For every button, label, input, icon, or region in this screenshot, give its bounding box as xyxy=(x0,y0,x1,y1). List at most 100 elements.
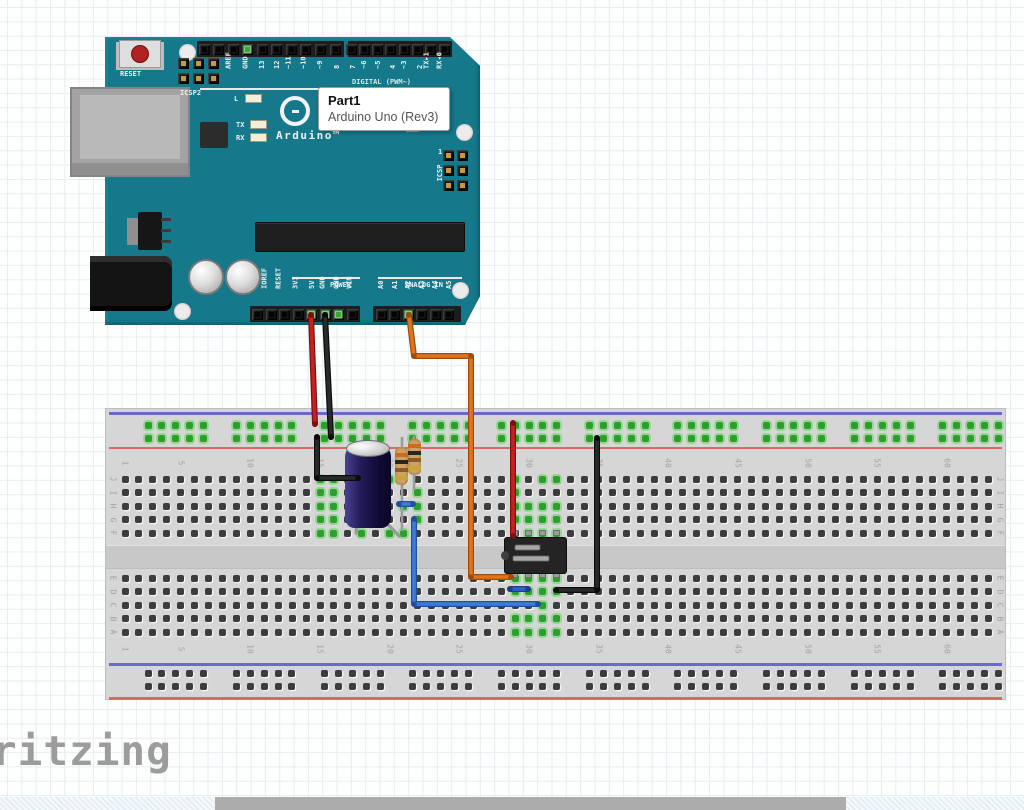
breadboard-hole[interactable] xyxy=(302,574,310,582)
breadboard-hole[interactable] xyxy=(762,588,770,595)
breadboard-hole[interactable] xyxy=(581,502,589,510)
breadboard-hole[interactable] xyxy=(372,601,380,609)
breadboard-hole[interactable] xyxy=(288,502,296,510)
analog-pin[interactable] xyxy=(429,308,441,320)
breadboard-hole[interactable] xyxy=(818,615,825,622)
breadboard-hole[interactable] xyxy=(274,516,282,523)
breadboard-hole[interactable] xyxy=(720,475,728,483)
breadboard-hole[interactable] xyxy=(985,475,993,483)
breadboard-hole[interactable] xyxy=(790,574,798,582)
breadboard-hole[interactable] xyxy=(135,601,143,609)
rail-hole[interactable] xyxy=(232,434,240,442)
breadboard-hole[interactable] xyxy=(121,588,129,595)
breadboard-hole[interactable] xyxy=(163,502,171,510)
breadboard-hole[interactable] xyxy=(344,574,352,582)
breadboard-hole[interactable] xyxy=(219,502,226,510)
icsp-pin[interactable] xyxy=(442,179,454,191)
rail-hole[interactable] xyxy=(953,682,961,690)
breadboard-hole[interactable] xyxy=(400,588,408,595)
rail-hole[interactable] xyxy=(321,682,329,690)
rail-hole[interactable] xyxy=(260,422,268,429)
rail-hole[interactable] xyxy=(260,670,268,677)
breadboard-hole[interactable] xyxy=(720,502,728,510)
breadboard-hole[interactable] xyxy=(720,588,728,595)
breadboard-hole[interactable] xyxy=(163,601,171,609)
breadboard-hole[interactable] xyxy=(943,529,951,537)
rail-hole[interactable] xyxy=(321,434,329,442)
breadboard-hole[interactable] xyxy=(622,615,630,622)
breadboard-hole[interactable] xyxy=(901,475,909,483)
breadboard-hole[interactable] xyxy=(831,615,839,622)
resistor-left[interactable] xyxy=(395,447,408,485)
breadboard-hole[interactable] xyxy=(873,574,881,582)
rail-hole[interactable] xyxy=(613,670,621,677)
breadboard-hole[interactable] xyxy=(943,601,951,609)
breadboard-hole[interactable] xyxy=(135,475,143,483)
breadboard-hole[interactable] xyxy=(539,502,547,510)
rail-hole[interactable] xyxy=(172,682,180,690)
rail-hole[interactable] xyxy=(702,682,710,690)
breadboard-hole[interactable] xyxy=(804,588,812,595)
breadboard-hole[interactable] xyxy=(887,615,895,622)
breadboard-hole[interactable] xyxy=(149,601,157,609)
rail-hole[interactable] xyxy=(437,670,445,677)
rail-hole[interactable] xyxy=(232,422,240,429)
breadboard-hole[interactable] xyxy=(790,489,798,496)
breadboard-hole[interactable] xyxy=(873,628,881,636)
icsp-pin[interactable] xyxy=(442,149,454,161)
rail-hole[interactable] xyxy=(186,422,194,429)
breadboard-hole[interactable] xyxy=(497,502,505,510)
rail-hole[interactable] xyxy=(674,682,682,690)
breadboard-hole[interactable] xyxy=(664,601,672,609)
breadboard-hole[interactable] xyxy=(302,475,310,483)
breadboard-hole[interactable] xyxy=(776,489,784,496)
breadboard-hole[interactable] xyxy=(344,529,352,537)
breadboard-hole[interactable] xyxy=(121,574,129,582)
breadboard-hole[interactable] xyxy=(957,574,965,582)
breadboard-hole[interactable] xyxy=(497,588,505,595)
breadboard-hole[interactable] xyxy=(135,628,143,636)
digital-pin[interactable] xyxy=(358,43,370,55)
breadboard-hole[interactable] xyxy=(804,628,812,636)
breadboard-hole[interactable] xyxy=(929,628,937,636)
rail-hole[interactable] xyxy=(776,422,784,429)
breadboard-hole[interactable] xyxy=(567,628,575,636)
breadboard-hole[interactable] xyxy=(748,475,756,483)
breadboard-hole[interactable] xyxy=(790,588,798,595)
breadboard-hole[interactable] xyxy=(497,529,505,537)
wire-gnd-black[interactable] xyxy=(322,312,334,440)
breadboard-hole[interactable] xyxy=(219,529,226,537)
breadboard-hole[interactable] xyxy=(831,516,839,523)
breadboard-hole[interactable] xyxy=(205,601,213,609)
breadboard-hole[interactable] xyxy=(567,574,575,582)
rail-hole[interactable] xyxy=(892,434,900,442)
rail-hole[interactable] xyxy=(172,434,180,442)
breadboard-hole[interactable] xyxy=(232,502,240,510)
breadboard-hole[interactable] xyxy=(121,529,129,537)
rail-hole[interactable] xyxy=(246,434,254,442)
rail-hole[interactable] xyxy=(260,434,268,442)
breadboard-hole[interactable] xyxy=(525,502,533,510)
breadboard-hole[interactable] xyxy=(818,502,825,510)
breadboard-hole[interactable] xyxy=(622,502,630,510)
breadboard-hole[interactable] xyxy=(678,615,686,622)
breadboard-hole[interactable] xyxy=(163,489,171,496)
rail-hole[interactable] xyxy=(335,422,342,429)
breadboard-hole[interactable] xyxy=(553,475,561,483)
breadboard-hole[interactable] xyxy=(191,502,199,510)
breadboard-hole[interactable] xyxy=(873,615,881,622)
breadboard-hole[interactable] xyxy=(511,615,519,622)
breadboard-hole[interactable] xyxy=(400,489,408,496)
breadboard-hole[interactable] xyxy=(845,516,853,523)
breadboard-hole[interactable] xyxy=(246,529,254,537)
breadboard-hole[interactable] xyxy=(901,628,909,636)
breadboard-hole[interactable] xyxy=(260,502,268,510)
breadboard-hole[interactable] xyxy=(330,529,338,537)
breadboard-hole[interactable] xyxy=(539,516,547,523)
digital-pin[interactable] xyxy=(198,43,210,55)
rail-hole[interactable] xyxy=(613,422,621,429)
breadboard-hole[interactable] xyxy=(316,529,324,537)
wire-blue-long[interactable] xyxy=(411,516,541,607)
breadboard-hole[interactable] xyxy=(205,588,213,595)
breadboard-hole[interactable] xyxy=(664,516,672,523)
